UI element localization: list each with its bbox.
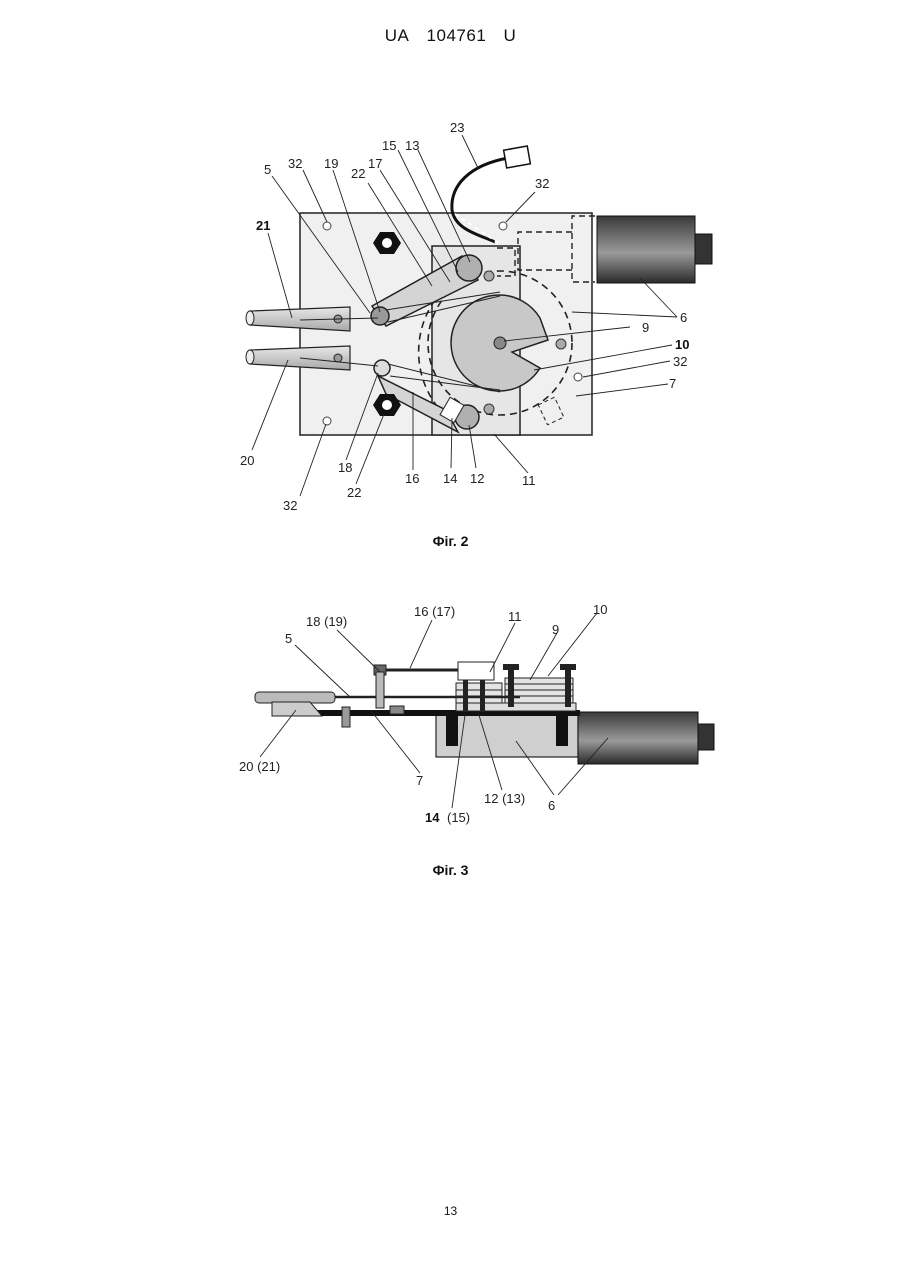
clamp bbox=[390, 706, 404, 714]
label-32: 32 bbox=[673, 354, 687, 369]
label-14: 14 bbox=[425, 810, 440, 825]
label-32: 32 bbox=[535, 176, 549, 191]
handle-20-screw bbox=[334, 354, 342, 362]
label-22: 22 bbox=[347, 485, 361, 500]
pin bbox=[556, 339, 566, 349]
support-plate bbox=[456, 703, 576, 711]
label-10: 10 bbox=[593, 602, 607, 617]
housing-foot bbox=[556, 716, 568, 746]
handle-21-end bbox=[246, 311, 254, 325]
lever-end bbox=[458, 662, 494, 680]
motor-shaft-end bbox=[698, 724, 714, 750]
motor-body bbox=[597, 216, 695, 283]
label-22: 22 bbox=[351, 166, 365, 181]
figure-3-caption: Фіг. 3 bbox=[0, 862, 901, 878]
bracket-bolt bbox=[342, 707, 350, 727]
label-32: 32 bbox=[283, 498, 297, 513]
housing-foot bbox=[446, 716, 458, 746]
label-15: 15 bbox=[382, 138, 396, 153]
label-6: 6 bbox=[548, 798, 555, 813]
label-21: 21 bbox=[256, 218, 270, 233]
handle-20-21 bbox=[255, 692, 335, 703]
hole bbox=[499, 222, 507, 230]
handle-20-end bbox=[246, 350, 254, 364]
label-32: 32 bbox=[288, 156, 302, 171]
label-23: 23 bbox=[450, 120, 464, 135]
label-15: (15) bbox=[447, 810, 470, 825]
label-6: 6 bbox=[680, 310, 687, 325]
stack-12 bbox=[456, 683, 502, 703]
label-11: 11 bbox=[508, 609, 522, 624]
figure-2-caption: Фіг. 2 bbox=[0, 533, 901, 549]
nut-hole bbox=[382, 238, 392, 248]
label-19: 19 bbox=[324, 156, 338, 171]
handle-bracket bbox=[272, 702, 322, 716]
motor-body bbox=[578, 712, 698, 764]
motor-shaft-end bbox=[695, 234, 712, 264]
label-12: 12 bbox=[470, 471, 484, 486]
label-9: 9 bbox=[642, 320, 649, 335]
pin bbox=[484, 404, 494, 414]
label-18: 18 bbox=[338, 460, 352, 475]
label-5: 5 bbox=[285, 631, 292, 646]
figure-2-drawing: 23 15 13 22 17 19 32 5 32 21 6 9 10 32 7… bbox=[0, 0, 901, 520]
label-7: 7 bbox=[416, 773, 423, 788]
hole bbox=[574, 373, 582, 381]
label-10: 10 bbox=[675, 337, 689, 352]
nut-hole bbox=[382, 400, 392, 410]
connector bbox=[504, 146, 531, 168]
label-20: 20 bbox=[240, 453, 254, 468]
figure-3-drawing: 16 (17) 18 (19) 11 9 10 5 20 (21) 7 14 (… bbox=[0, 580, 901, 910]
label-13: 13 bbox=[405, 138, 419, 153]
page-number: 13 bbox=[0, 1204, 901, 1218]
label-18-19: 18 (19) bbox=[306, 614, 347, 629]
pin bbox=[484, 271, 494, 281]
pivot-18-19 bbox=[376, 672, 384, 708]
hole bbox=[323, 417, 331, 425]
label-16: 16 bbox=[405, 471, 419, 486]
disk-axis bbox=[494, 337, 506, 349]
label-20-21: 20 (21) bbox=[239, 759, 280, 774]
lower-pivot bbox=[374, 360, 390, 376]
label-11: 11 bbox=[522, 473, 536, 488]
hole bbox=[323, 222, 331, 230]
label-12-13: 12 (13) bbox=[484, 791, 525, 806]
label-16-17: 16 (17) bbox=[414, 604, 455, 619]
label-7: 7 bbox=[669, 376, 676, 391]
label-17: 17 bbox=[368, 156, 382, 171]
label-5: 5 bbox=[264, 162, 271, 177]
label-9: 9 bbox=[552, 622, 559, 637]
label-14: 14 bbox=[443, 471, 457, 486]
